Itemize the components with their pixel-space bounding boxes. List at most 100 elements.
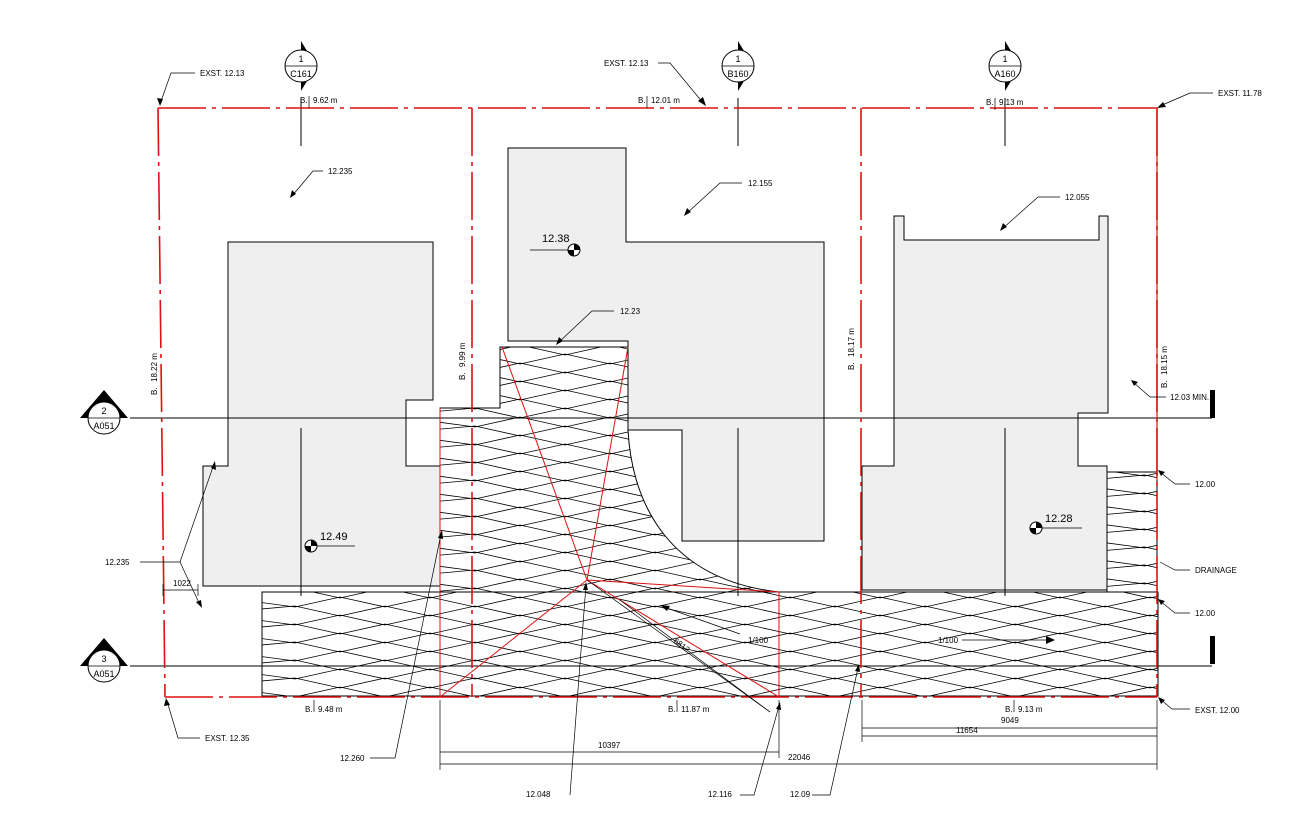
- level-note: 12.116: [708, 790, 732, 799]
- boundary-length: 9.48 m: [318, 705, 343, 714]
- hatch-line: [1107, 582, 1157, 587]
- level-note: 12.00: [1195, 480, 1216, 489]
- svg-text:B.: B.: [986, 98, 994, 107]
- section-marker-c161[interactable]: 1 C161: [284, 41, 318, 91]
- boundary-length: 11.87 m: [681, 705, 710, 714]
- hatch-line: [262, 677, 1158, 689]
- boundary-length: 12.01 m: [651, 96, 680, 105]
- svg-text:B.: B.: [1160, 380, 1169, 388]
- drainage-label: DRAINAGE: [1195, 566, 1237, 575]
- dimension-value: 9049: [1001, 716, 1019, 725]
- boundary-length: 18.15 m: [1160, 346, 1169, 375]
- hatch-line: [1107, 578, 1157, 585]
- svg-text:12.28: 12.28: [1045, 513, 1073, 525]
- spot-level-12-28: 12.28: [1029, 513, 1082, 535]
- boundary-length: 18.22 m: [150, 353, 159, 382]
- boundary-length: 18.17 m: [847, 328, 856, 357]
- hatch-line: [1111, 472, 1157, 477]
- spot-level-12-38: 12.38: [530, 233, 581, 257]
- building-a: [861, 215, 1109, 591]
- building-b: [507, 147, 825, 542]
- level-note: 12.09: [790, 790, 811, 799]
- hatch-line: [1107, 492, 1157, 497]
- level-note: 12.235: [105, 558, 130, 567]
- exst-level-label: EXST. 12.13: [200, 69, 245, 78]
- hatch-line: [262, 623, 1158, 635]
- hatch-line: [262, 605, 1158, 617]
- boundary-length: 9.13 m: [1018, 705, 1043, 714]
- dimension-strings: 1022 6812 9049 11654 10397 22046: [162, 579, 1158, 770]
- svg-text:B.: B.: [847, 362, 856, 370]
- level-note: 12.260: [340, 754, 365, 763]
- section-marker-b160[interactable]: 1 B160: [721, 41, 755, 91]
- svg-text:B.: B.: [668, 705, 676, 714]
- hatch-line: [1107, 474, 1157, 479]
- level-note: 12.155: [748, 179, 773, 188]
- svg-text:3: 3: [101, 654, 106, 664]
- svg-text:1: 1: [1002, 54, 1007, 64]
- hatch-line: [262, 659, 1158, 671]
- dimension-value: 1022: [173, 579, 191, 588]
- svg-text:1: 1: [735, 54, 740, 64]
- boundary-length: 9.99 m: [458, 342, 467, 367]
- existing-level-callouts: EXST. 12.13 EXST. 12.13 EXST. 11.78 EXST…: [157, 59, 1262, 743]
- svg-text:2: 2: [101, 406, 106, 416]
- svg-text:B.: B.: [1005, 705, 1013, 714]
- level-note: 12.23: [620, 307, 641, 316]
- property-boundaries: [157, 107, 1158, 698]
- section-marker-a160[interactable]: 1 A160: [988, 41, 1022, 91]
- hatch-line: [311, 592, 1158, 599]
- hatch-line: [262, 668, 1158, 680]
- svg-text:A051: A051: [93, 669, 114, 679]
- level-note: 12.048: [526, 790, 551, 799]
- hatch-line: [262, 641, 1158, 653]
- svg-text:C161: C161: [290, 69, 312, 79]
- svg-text:A051: A051: [93, 421, 114, 431]
- hatch-line: [1107, 564, 1157, 569]
- svg-text:B.: B.: [305, 705, 313, 714]
- hatch-line: [1107, 546, 1157, 551]
- paving-hatch-side: [1106, 471, 1158, 593]
- dimension-value: 10397: [598, 741, 621, 750]
- exst-level-label: EXST. 12.00: [1195, 706, 1240, 715]
- svg-text:B.: B.: [150, 387, 159, 395]
- hatch-line: [1107, 488, 1157, 495]
- fall-label: 1/100: [938, 636, 959, 645]
- svg-text:B.: B.: [300, 96, 308, 105]
- svg-text:1: 1: [298, 54, 303, 64]
- svg-text:B.: B.: [638, 96, 646, 105]
- hatch-line: [1107, 510, 1157, 515]
- hatch-line: [1107, 528, 1157, 533]
- boundary-labels: B. 9.62 m B. 12.01 m B. 9.13 m B. 9.48 m…: [150, 96, 1169, 714]
- hatch-line: [262, 596, 1158, 608]
- grid-marker-3-a051[interactable]: 3 A051: [80, 638, 128, 683]
- fall-lines: [439, 346, 780, 698]
- level-notes: 12.235 12.155 12.055 12.23 12.235 12.03 …: [105, 167, 1237, 799]
- hatch-line: [262, 614, 1158, 626]
- hatch-line: [262, 632, 1158, 644]
- hatch-line: [262, 650, 1158, 662]
- exst-level-label: EXST. 12.35: [205, 734, 250, 743]
- level-note: 12.03 MIN.: [1170, 393, 1209, 402]
- grid-lines: [130, 98, 1215, 667]
- paving-hatch-driveway: [261, 591, 1159, 697]
- fall-arrows: 1/100 1/100: [660, 605, 1055, 645]
- dimension-value: 22046: [788, 753, 811, 762]
- hatch-line: [1107, 542, 1157, 549]
- hatch-line: [262, 686, 1158, 696]
- spot-level-12-49: 12.49: [304, 531, 355, 553]
- exst-level-label: EXST. 12.13: [604, 59, 649, 68]
- exst-level-label: EXST. 11.78: [1218, 89, 1262, 98]
- hatch-line: [1107, 506, 1157, 513]
- hatch-line: [1107, 524, 1157, 531]
- level-note: 12.055: [1065, 193, 1090, 202]
- svg-text:B.: B.: [458, 372, 467, 380]
- svg-text:12.38: 12.38: [542, 233, 570, 245]
- boundary-length: 9.13 m: [999, 98, 1024, 107]
- svg-text:12.49: 12.49: [320, 531, 348, 543]
- grid-marker-2-a051[interactable]: 2 A051: [80, 390, 128, 435]
- dimension-value: 11654: [956, 726, 978, 735]
- level-note: 12.235: [328, 167, 353, 176]
- svg-text:B160: B160: [727, 69, 748, 79]
